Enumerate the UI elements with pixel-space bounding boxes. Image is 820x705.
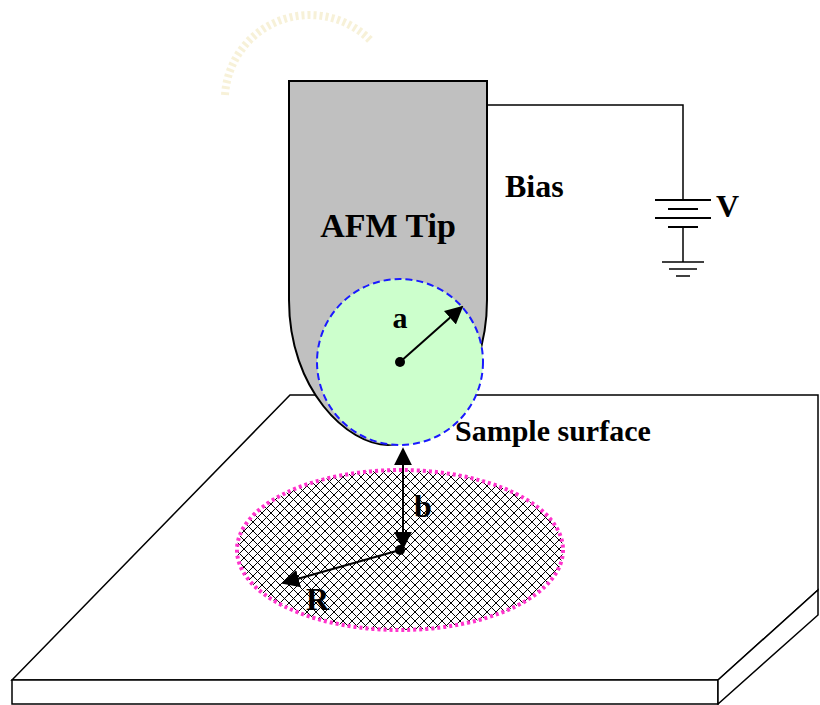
node-label: AFM Tip <box>320 209 456 243</box>
bias-label: Bias <box>505 170 564 202</box>
bias-circuit <box>488 105 711 276</box>
distance-b-arrow <box>402 449 404 548</box>
voltage-label: V <box>716 190 739 222</box>
center-dot <box>395 357 405 367</box>
node-label: R <box>306 583 329 615</box>
center-dot <box>395 545 405 555</box>
radius-r-arrow <box>283 550 400 583</box>
surface-label: Sample surface <box>455 416 651 446</box>
distance-label: b <box>414 490 432 522</box>
node-label: a <box>393 303 408 333</box>
radius-a-arrow <box>400 307 462 362</box>
